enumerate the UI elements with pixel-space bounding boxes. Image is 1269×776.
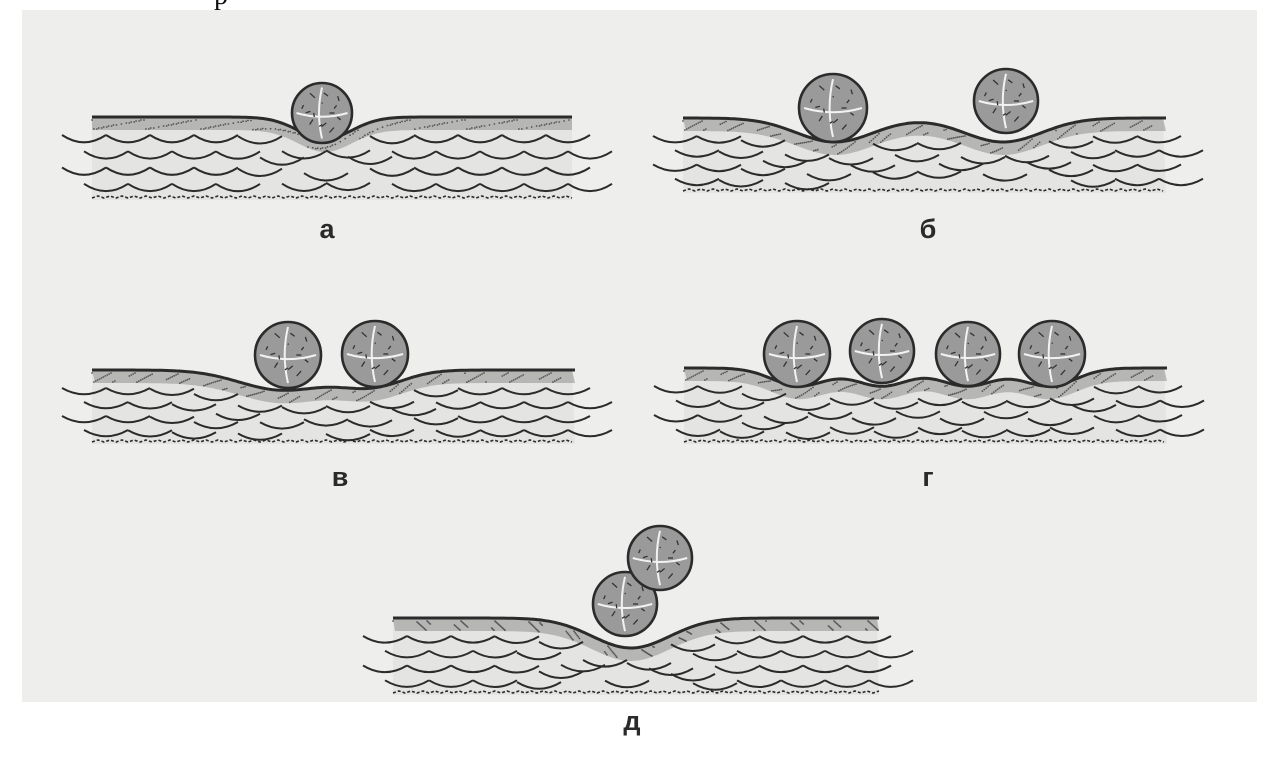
clipped-header-text: р xyxy=(214,0,228,12)
panel-a-diagram xyxy=(92,75,572,200)
panel-g-cell-1 xyxy=(764,321,830,387)
panel-v-label: в xyxy=(332,462,349,493)
panel-b-cell-1 xyxy=(799,74,867,142)
panel-g-cell-3 xyxy=(936,322,1000,386)
panel-a-label: а xyxy=(319,214,334,245)
panel-b-diagram xyxy=(683,63,1166,193)
panel-v-diagram xyxy=(92,318,575,444)
panel-g-cell-4 xyxy=(1019,321,1085,387)
panel-d-label: д xyxy=(623,706,640,737)
panel-g-label: г xyxy=(922,462,933,493)
panel-v-tissue xyxy=(62,370,612,444)
panel-g-diagram xyxy=(684,316,1167,444)
panel-b-cell-2 xyxy=(974,69,1038,133)
panel-b-label: б xyxy=(920,214,937,245)
panel-v-cell-2 xyxy=(342,321,408,387)
panel-a-cell xyxy=(292,83,352,143)
panel-b-tissue xyxy=(653,118,1203,193)
panel-d-diagram xyxy=(393,520,879,695)
panel-g-tissue xyxy=(654,368,1204,444)
panel-d-cell-upper xyxy=(628,526,692,590)
panel-v-cell-1 xyxy=(255,322,321,388)
panel-g-cell-2 xyxy=(850,319,914,383)
